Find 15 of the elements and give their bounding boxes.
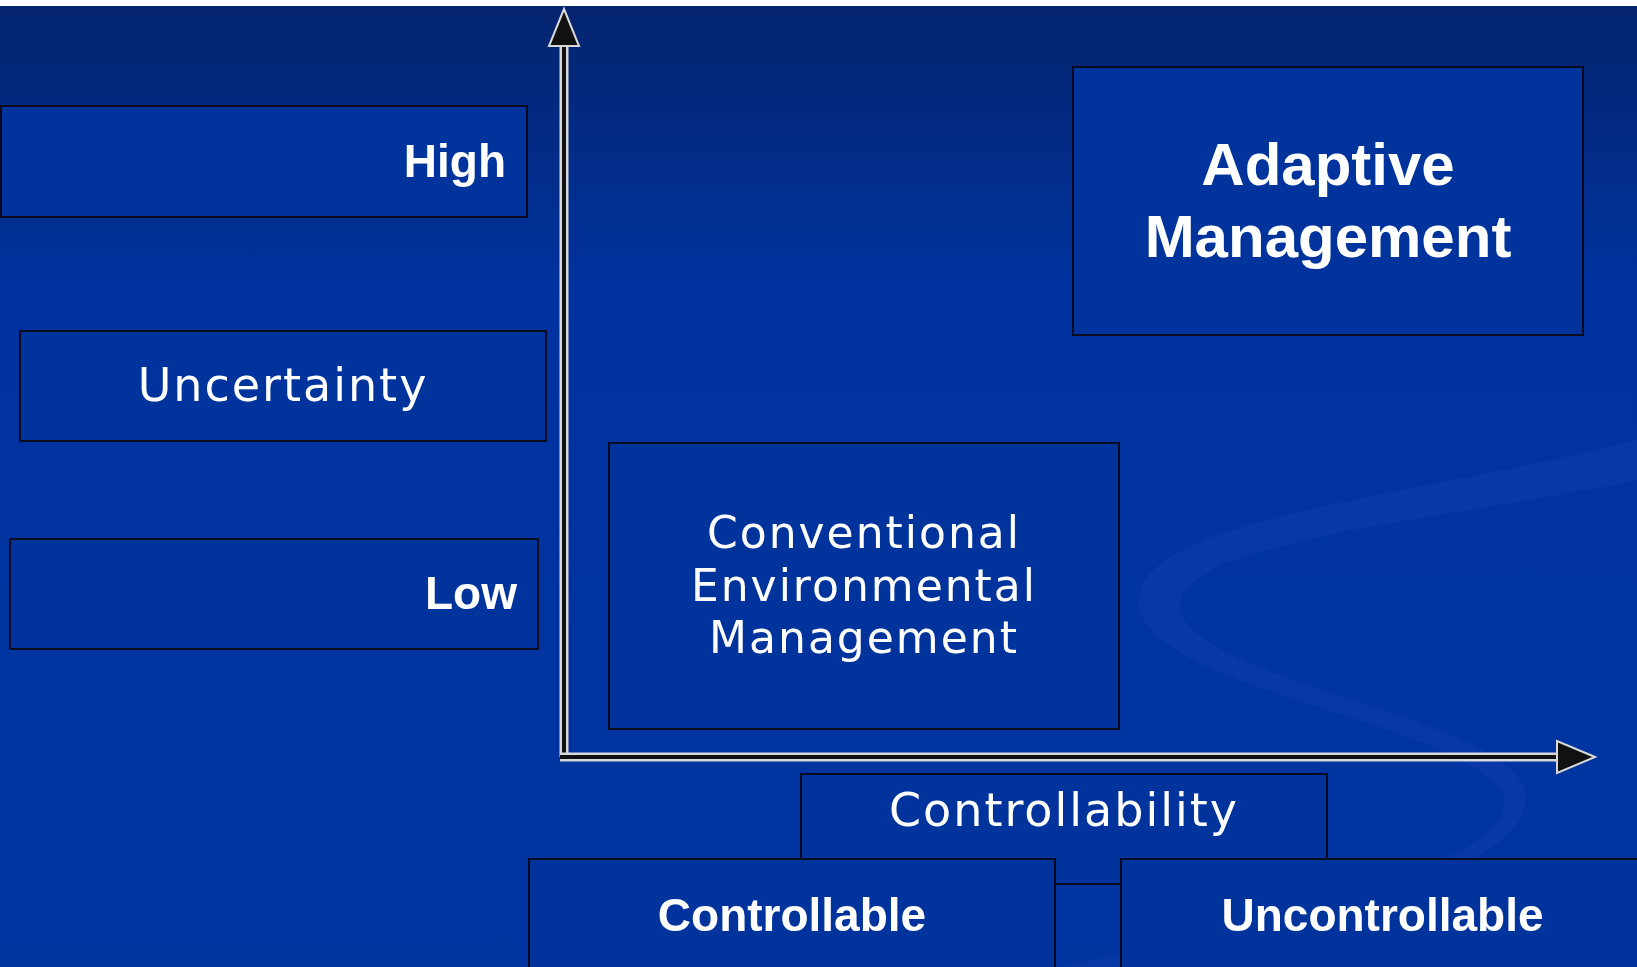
box-label: Conventional Environmental Management — [689, 506, 1039, 666]
axis-label-box — [1120, 858, 1637, 967]
box-label: High — [402, 133, 506, 189]
axis-label-box — [9, 538, 539, 650]
box-label: Low — [424, 566, 517, 622]
quadrant-box — [1072, 66, 1584, 336]
axis-label-box — [528, 858, 1056, 967]
box-label: Uncontrollable — [1220, 887, 1545, 943]
box-label: Controllability — [887, 783, 1240, 839]
box-label: Uncertainty — [136, 358, 430, 414]
box-label: Controllable — [656, 887, 928, 943]
axis-title-box — [19, 330, 547, 442]
quadrant-box — [608, 442, 1120, 730]
box-label: Adaptive Management — [1143, 130, 1513, 272]
axis-label-box — [0, 105, 528, 218]
